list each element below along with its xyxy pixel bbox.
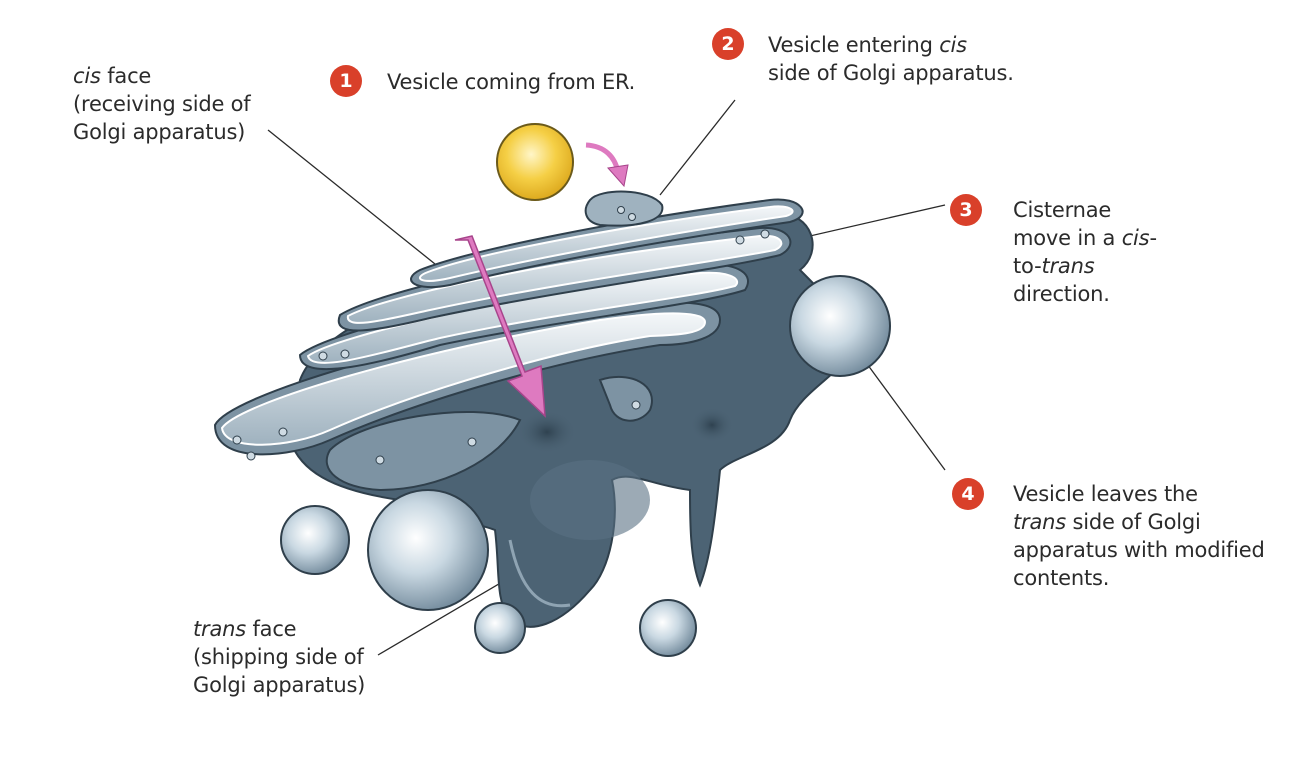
- vesicles: [280, 275, 891, 657]
- vesicle-icon: [789, 275, 891, 377]
- cis-face-label: cis face (receiving side of Golgi appara…: [73, 64, 251, 144]
- step-2-text: Vesicle entering cis side of Golgi appar…: [768, 33, 1014, 85]
- step-4-text: Vesicle leaves the trans side of Golgi a…: [1013, 482, 1265, 590]
- curved-arrow-icon: [585, 142, 629, 188]
- step-2-badge: 2: [712, 28, 744, 60]
- step-3-badge: 3: [950, 194, 982, 226]
- movement-arrow-icon: [454, 235, 546, 418]
- vesicle-icon: [280, 505, 350, 575]
- cisterna-dots: [232, 206, 770, 465]
- er-vesicle-icon: [496, 123, 574, 201]
- step-1-badge: 1: [330, 65, 362, 97]
- trans-face-label: trans face (shipping side of Golgi appar…: [193, 617, 366, 697]
- step-1-text: Vesicle coming from ER.: [387, 70, 636, 94]
- vesicle-icon: [474, 602, 526, 654]
- step-3-text: Cisternae move in a cis- to-trans direct…: [1013, 198, 1157, 306]
- vesicle-icon: [367, 489, 489, 611]
- cisternae: [213, 190, 804, 492]
- vesicle-icon: [639, 599, 697, 657]
- step-4-badge: 4: [952, 478, 984, 510]
